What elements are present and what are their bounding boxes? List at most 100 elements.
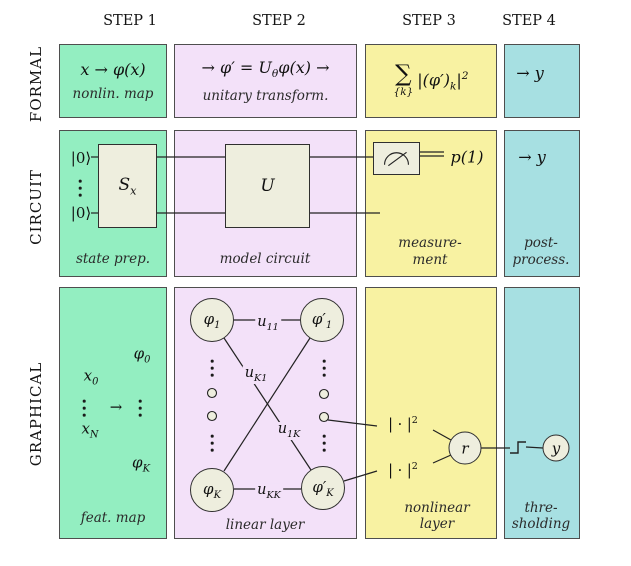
vdots-icon — [210, 359, 214, 377]
abs-top-base: | · | — [388, 416, 412, 433]
formal-post-cell — [504, 44, 580, 118]
measurement-formula-body: |(φ′)k|2 — [417, 70, 468, 93]
node-r: r — [448, 431, 482, 465]
vdots-icon — [322, 359, 326, 377]
phi0-label: φ0 — [134, 345, 151, 366]
xN-base: x — [81, 419, 90, 438]
u11-sub: 11 — [266, 321, 279, 333]
row-label-formal: FORMAL — [27, 45, 45, 123]
node-phi1-prime: φ′1 — [300, 298, 344, 342]
uKK-sub: KK — [266, 489, 281, 501]
vdots-icon — [78, 179, 82, 197]
node-phiK-prime: φ′K — [301, 466, 345, 510]
xN-sub: N — [89, 429, 99, 441]
uK1-sub: K1 — [254, 372, 268, 384]
probability-label: p(1) — [450, 147, 484, 167]
node-phiK-prime-sub: K — [326, 487, 334, 499]
node-phiK-prime-base: φ′ — [312, 477, 327, 496]
graphical-thresholding-cell — [504, 287, 580, 539]
weight-u1K-label: u1K — [275, 421, 303, 440]
map-arrow: → — [109, 398, 123, 416]
phi0-sub: 0 — [144, 354, 151, 366]
formal-feature-map-cell: x → φ(x) nonlin. map — [59, 44, 167, 118]
post-caption-line2: process. — [512, 252, 570, 268]
node-phiK: φK — [190, 468, 234, 512]
formal-measurement-cell: ∑{k} |(φ′)k|2 — [365, 44, 497, 118]
thresholding-caption-line1: thre- — [524, 500, 558, 516]
formal-unitary-formula: → φ′ = Uθφ(x) → — [202, 58, 330, 80]
model-circuit-gate-box: U — [225, 144, 310, 228]
weight-u11-label: u11 — [255, 314, 281, 333]
node-y: y — [542, 434, 570, 462]
gate-s-sub: x — [130, 184, 137, 198]
state-prep-gate-label: Sx — [119, 175, 137, 197]
node-phiK-sub: K — [213, 489, 221, 501]
state-prep-caption: state prep. — [75, 251, 151, 267]
abs-top-sup: 2 — [411, 415, 418, 427]
meter-arc — [383, 152, 410, 165]
node-phiK-label: φK — [203, 480, 221, 501]
state-prep-gate-box: Sx — [98, 144, 157, 228]
sigma-under-script: {k} — [393, 85, 414, 98]
ket-zero-bottom: |0⟩ — [70, 204, 92, 222]
row-label-circuit: CIRCUIT — [27, 169, 45, 245]
model-circuit-caption: model circuit — [219, 251, 311, 267]
vdots-icon — [138, 399, 142, 417]
phiK-sub: K — [142, 463, 150, 475]
formal-unitary-caption: unitary transform. — [202, 87, 329, 104]
formal-feature-map-formula: x → φ(x) — [80, 60, 146, 79]
measurement-formula-bar: | — [456, 70, 462, 90]
graphical-feature-map-cell — [59, 287, 167, 539]
thresholding-caption-line2: sholding — [511, 516, 571, 532]
abs-bottom-base: | · | — [388, 462, 412, 479]
formal-feature-map-caption: nonlin. map — [72, 86, 154, 102]
phiK-label: φK — [132, 454, 150, 475]
abs-square-bottom: | · |2 — [388, 461, 418, 479]
sum-symbol: ∑{k} — [393, 61, 414, 98]
node-phi1-prime-base: φ′ — [311, 309, 326, 328]
measurement-formula-k-sub: k — [449, 80, 457, 93]
sigma-glyph: ∑ — [395, 61, 412, 88]
abs-bottom-sup: 2 — [411, 461, 418, 473]
node-phi1-prime-label: φ′1 — [312, 310, 332, 331]
vdots-icon — [210, 434, 214, 452]
vdots-icon — [82, 399, 86, 417]
graphical-nonlinear-layer-cell — [365, 287, 497, 539]
step-4-header: STEP 4 — [502, 13, 556, 29]
measurement-formula-pre: |(φ′) — [417, 70, 450, 90]
unitary-formula-post: φ(x) → — [278, 58, 330, 78]
measurement-caption-line2: ment — [412, 252, 448, 268]
weight-uKK-label: uKK — [255, 482, 283, 501]
node-y-label: y — [551, 439, 561, 457]
phiK-base: φ — [132, 453, 143, 472]
meter-icon — [383, 151, 410, 167]
unitary-formula-theta-sub: θ — [271, 68, 279, 81]
circuit-measurement-cell — [365, 130, 497, 277]
nonlinear-caption-line2: layer — [419, 516, 455, 532]
node-phi1: φ1 — [190, 298, 234, 342]
phi0-base: φ — [133, 344, 145, 363]
x0-sub: 0 — [92, 376, 99, 388]
uKK-base: u — [257, 482, 267, 499]
uK1-base: u — [244, 365, 255, 382]
formal-measurement-formula: ∑{k} |(φ′)k|2 — [393, 61, 469, 98]
node-phi1-label: φ1 — [204, 310, 221, 331]
formal-post-formula: → y — [516, 63, 544, 83]
unitary-formula-pre: → φ′ = U — [201, 58, 272, 78]
linear-layer-caption: linear layer — [225, 517, 305, 533]
meter-box — [373, 142, 420, 175]
ket-zero-top: |0⟩ — [70, 149, 92, 167]
post-caption-line1: post- — [524, 235, 558, 251]
step-2-header: STEP 2 — [252, 13, 306, 29]
abs-square-top: | · |2 — [388, 415, 418, 433]
node-phiK-prime-label: φ′K — [312, 478, 333, 499]
node-phiK-base: φ — [203, 479, 214, 498]
step-1-header: STEP 1 — [103, 13, 157, 29]
xN-label: xN — [81, 420, 98, 441]
u11-base: u — [257, 314, 267, 331]
vdots-icon — [322, 434, 326, 452]
row-label-graphical: GRAPHICAL — [27, 361, 45, 467]
nonlinear-caption-line1: nonlinear — [404, 500, 470, 516]
node-phi1-prime-sub: 1 — [325, 319, 333, 331]
